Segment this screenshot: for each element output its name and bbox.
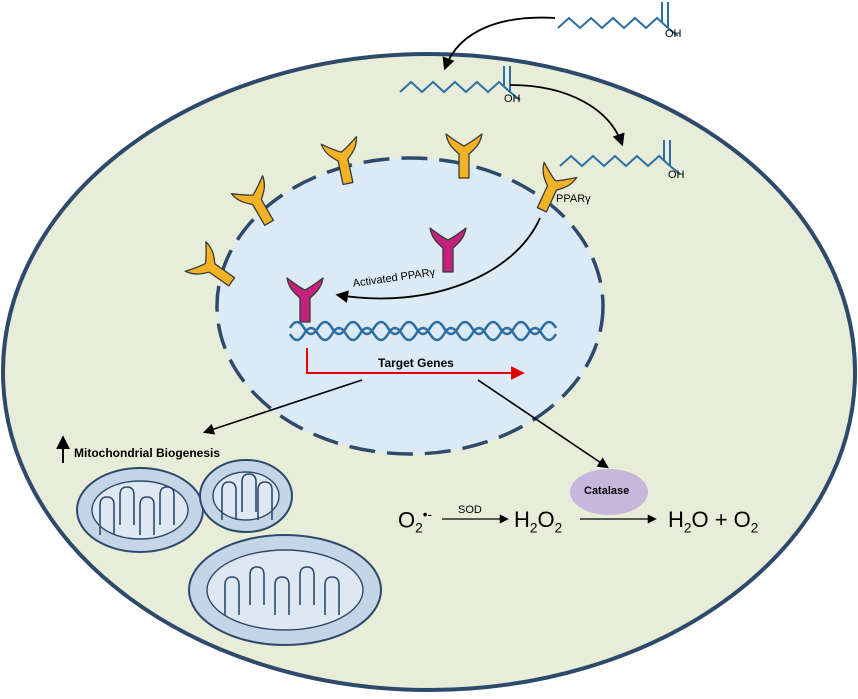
sod-label: SOD	[458, 504, 482, 516]
mitochondrion	[188, 534, 382, 646]
biogenesis-arrow	[202, 379, 363, 435]
fatty-acid-binding-arrow	[509, 84, 625, 147]
fatty-acid-molecule	[557, 1, 679, 37]
mitochondrion	[76, 467, 204, 553]
catalase-arrow	[477, 379, 609, 469]
nucleus	[215, 156, 605, 456]
catalase-label: Catalase	[584, 485, 630, 497]
catalase-enzyme	[570, 469, 648, 515]
hydrogen-peroxide-formula: H2O2	[514, 507, 563, 536]
superoxide-formula: O2•-	[398, 507, 433, 536]
oh-label: OH	[665, 28, 682, 40]
target-genes-arrow	[306, 348, 525, 380]
oh-label: OH	[504, 93, 521, 105]
oh-label: OH	[668, 169, 685, 181]
mitochondrion	[199, 459, 293, 533]
ppar-label: PPARγ	[556, 193, 591, 205]
fatty-acid-entry-arrow	[442, 16, 556, 71]
target-genes-label: Target Genes	[378, 356, 454, 370]
products-formula: H2O + O2	[668, 507, 759, 536]
dna-helix	[288, 320, 558, 342]
mito-biogenesis-label: Mitochondrial Biogenesis	[74, 446, 221, 460]
activation-arrow	[335, 217, 541, 303]
